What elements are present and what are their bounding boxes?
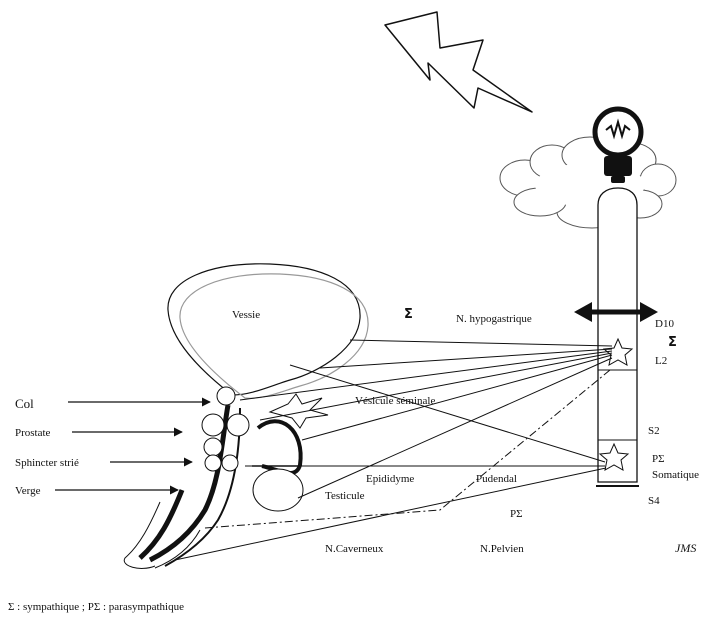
- label-sphincter: Sphincter strié: [15, 457, 79, 469]
- bladder: [168, 264, 368, 398]
- spinal-cord: [596, 188, 639, 486]
- label-vesicule: Vésicule séminale: [355, 395, 435, 407]
- label-n-pelvien: N.Pelvien: [480, 543, 524, 555]
- label-vessie: Vessie: [232, 309, 260, 321]
- label-epididyme: Epididyme: [366, 473, 414, 485]
- label-l2: L2: [655, 355, 667, 367]
- col-circle: [217, 387, 235, 405]
- label-prostate: Prostate: [15, 427, 51, 439]
- label-verge: Verge: [15, 485, 41, 497]
- signature: JMS: [675, 541, 696, 555]
- label-sigma-right: Σ: [668, 335, 677, 350]
- label-somatique: Somatique: [652, 469, 699, 481]
- label-n-hypogastrique: N. hypogastrique: [456, 313, 532, 325]
- urethra: [140, 405, 240, 566]
- label-psigma-mid: PΣ: [510, 508, 523, 520]
- lightning-bolt-icon: [385, 12, 532, 112]
- label-testicule: Testicule: [325, 490, 365, 502]
- label-sigma-mid: Σ: [404, 307, 413, 322]
- label-psigma-right: PΣ: [652, 453, 665, 465]
- label-n-caverneux: N.Caverneux: [325, 543, 384, 555]
- label-pudendal: Pudendal: [476, 473, 517, 485]
- label-s4: S4: [648, 495, 660, 507]
- label-d10: D10: [655, 318, 674, 330]
- legend: Σ : sympathique ; PΣ : parasympathique: [8, 601, 184, 613]
- label-arrows: [55, 402, 210, 490]
- cloud-icon: [500, 137, 676, 228]
- label-s2: S2: [648, 425, 660, 437]
- label-col: Col: [15, 396, 34, 411]
